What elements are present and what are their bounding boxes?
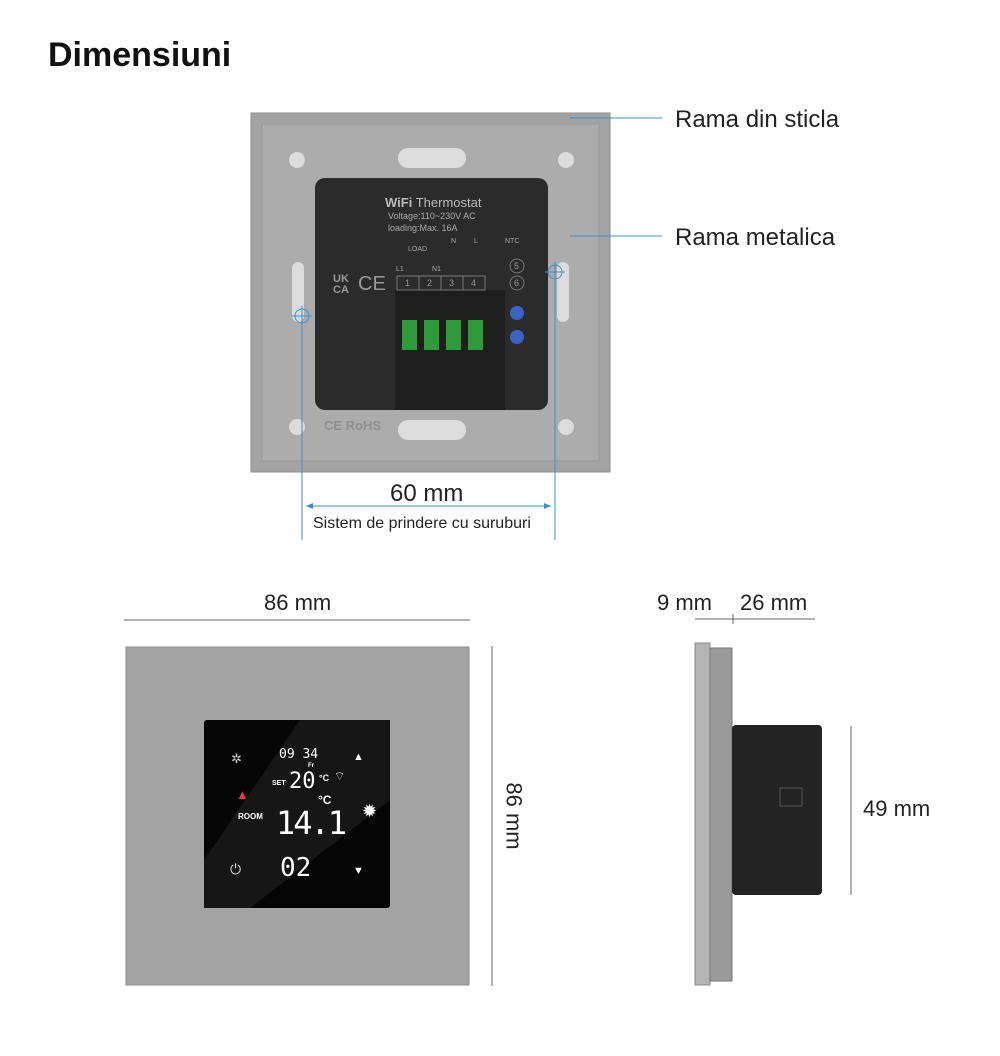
loading-label: loading:Max. 16A [388, 223, 458, 233]
back-view [250, 112, 662, 540]
voltage-label: Voltage:110~230V AC [388, 211, 476, 221]
load-label: LOAD [408, 246, 428, 253]
ce-mark: CE [358, 273, 386, 295]
side-module [732, 725, 822, 895]
n1-label: N1 [432, 266, 441, 273]
rohs-mark: CE RoHS [324, 418, 382, 433]
module-title: WiFi Thermostat [385, 195, 482, 210]
set-label: SET [272, 780, 286, 787]
program-number: 02 [280, 853, 312, 883]
terminal-4: 4 [471, 278, 477, 288]
terminal-3: 3 [449, 278, 455, 288]
set-unit: °C [319, 773, 330, 783]
front-view [124, 619, 493, 986]
up-arrow-icon[interactable]: ▲ [353, 751, 364, 763]
callout-glass-frame: Rama din sticla [675, 106, 840, 133]
wifi-icon: ⌔ [334, 769, 346, 783]
side-metal-frame [709, 647, 733, 982]
terminal-6: 6 [514, 278, 520, 288]
power-icon[interactable]: ⏻ [230, 861, 242, 877]
l1-label: L1 [396, 266, 404, 273]
screw-caption: Sistem de prindere cu suruburi [313, 515, 531, 532]
room-temperature: 14.1 [276, 804, 347, 842]
down-arrow-icon[interactable]: ▼ [353, 865, 364, 877]
terminal-5: 5 [514, 261, 520, 271]
sun-icon[interactable]: ✹ [362, 801, 378, 821]
ntc-label: NTC [505, 238, 520, 245]
callout-metal-frame: Rama metalica [675, 224, 836, 251]
screw-marker-left [292, 306, 312, 540]
side-view [694, 614, 852, 986]
room-label: ROOM [238, 812, 263, 821]
module-height-label: 49 mm [863, 796, 931, 821]
ukca-mark: UKCA [333, 273, 349, 296]
day-label: Fr [308, 763, 314, 769]
screw-distance-label: 60 mm [390, 480, 464, 507]
page-title: Dimensiuni [48, 36, 232, 74]
module-depth-label: 26 mm [740, 590, 808, 615]
fan-icon[interactable]: ✲ [231, 751, 242, 766]
set-temperature: 20 [289, 769, 316, 794]
n-label: N [451, 238, 457, 245]
glass-depth-label: 9 mm [657, 590, 712, 615]
heat-flame-icon: ▲ [236, 787, 249, 802]
terminal-1: 1 [405, 278, 411, 288]
front-height-label: 86 mm [501, 782, 527, 850]
side-glass [694, 642, 711, 986]
room-unit: °C [318, 793, 332, 807]
clock-time: 09 34 [279, 747, 319, 762]
terminal-2: 2 [427, 278, 433, 288]
screw-marker-right [545, 262, 565, 540]
l-label: L [474, 238, 478, 245]
front-width-label: 86 mm [264, 590, 332, 615]
